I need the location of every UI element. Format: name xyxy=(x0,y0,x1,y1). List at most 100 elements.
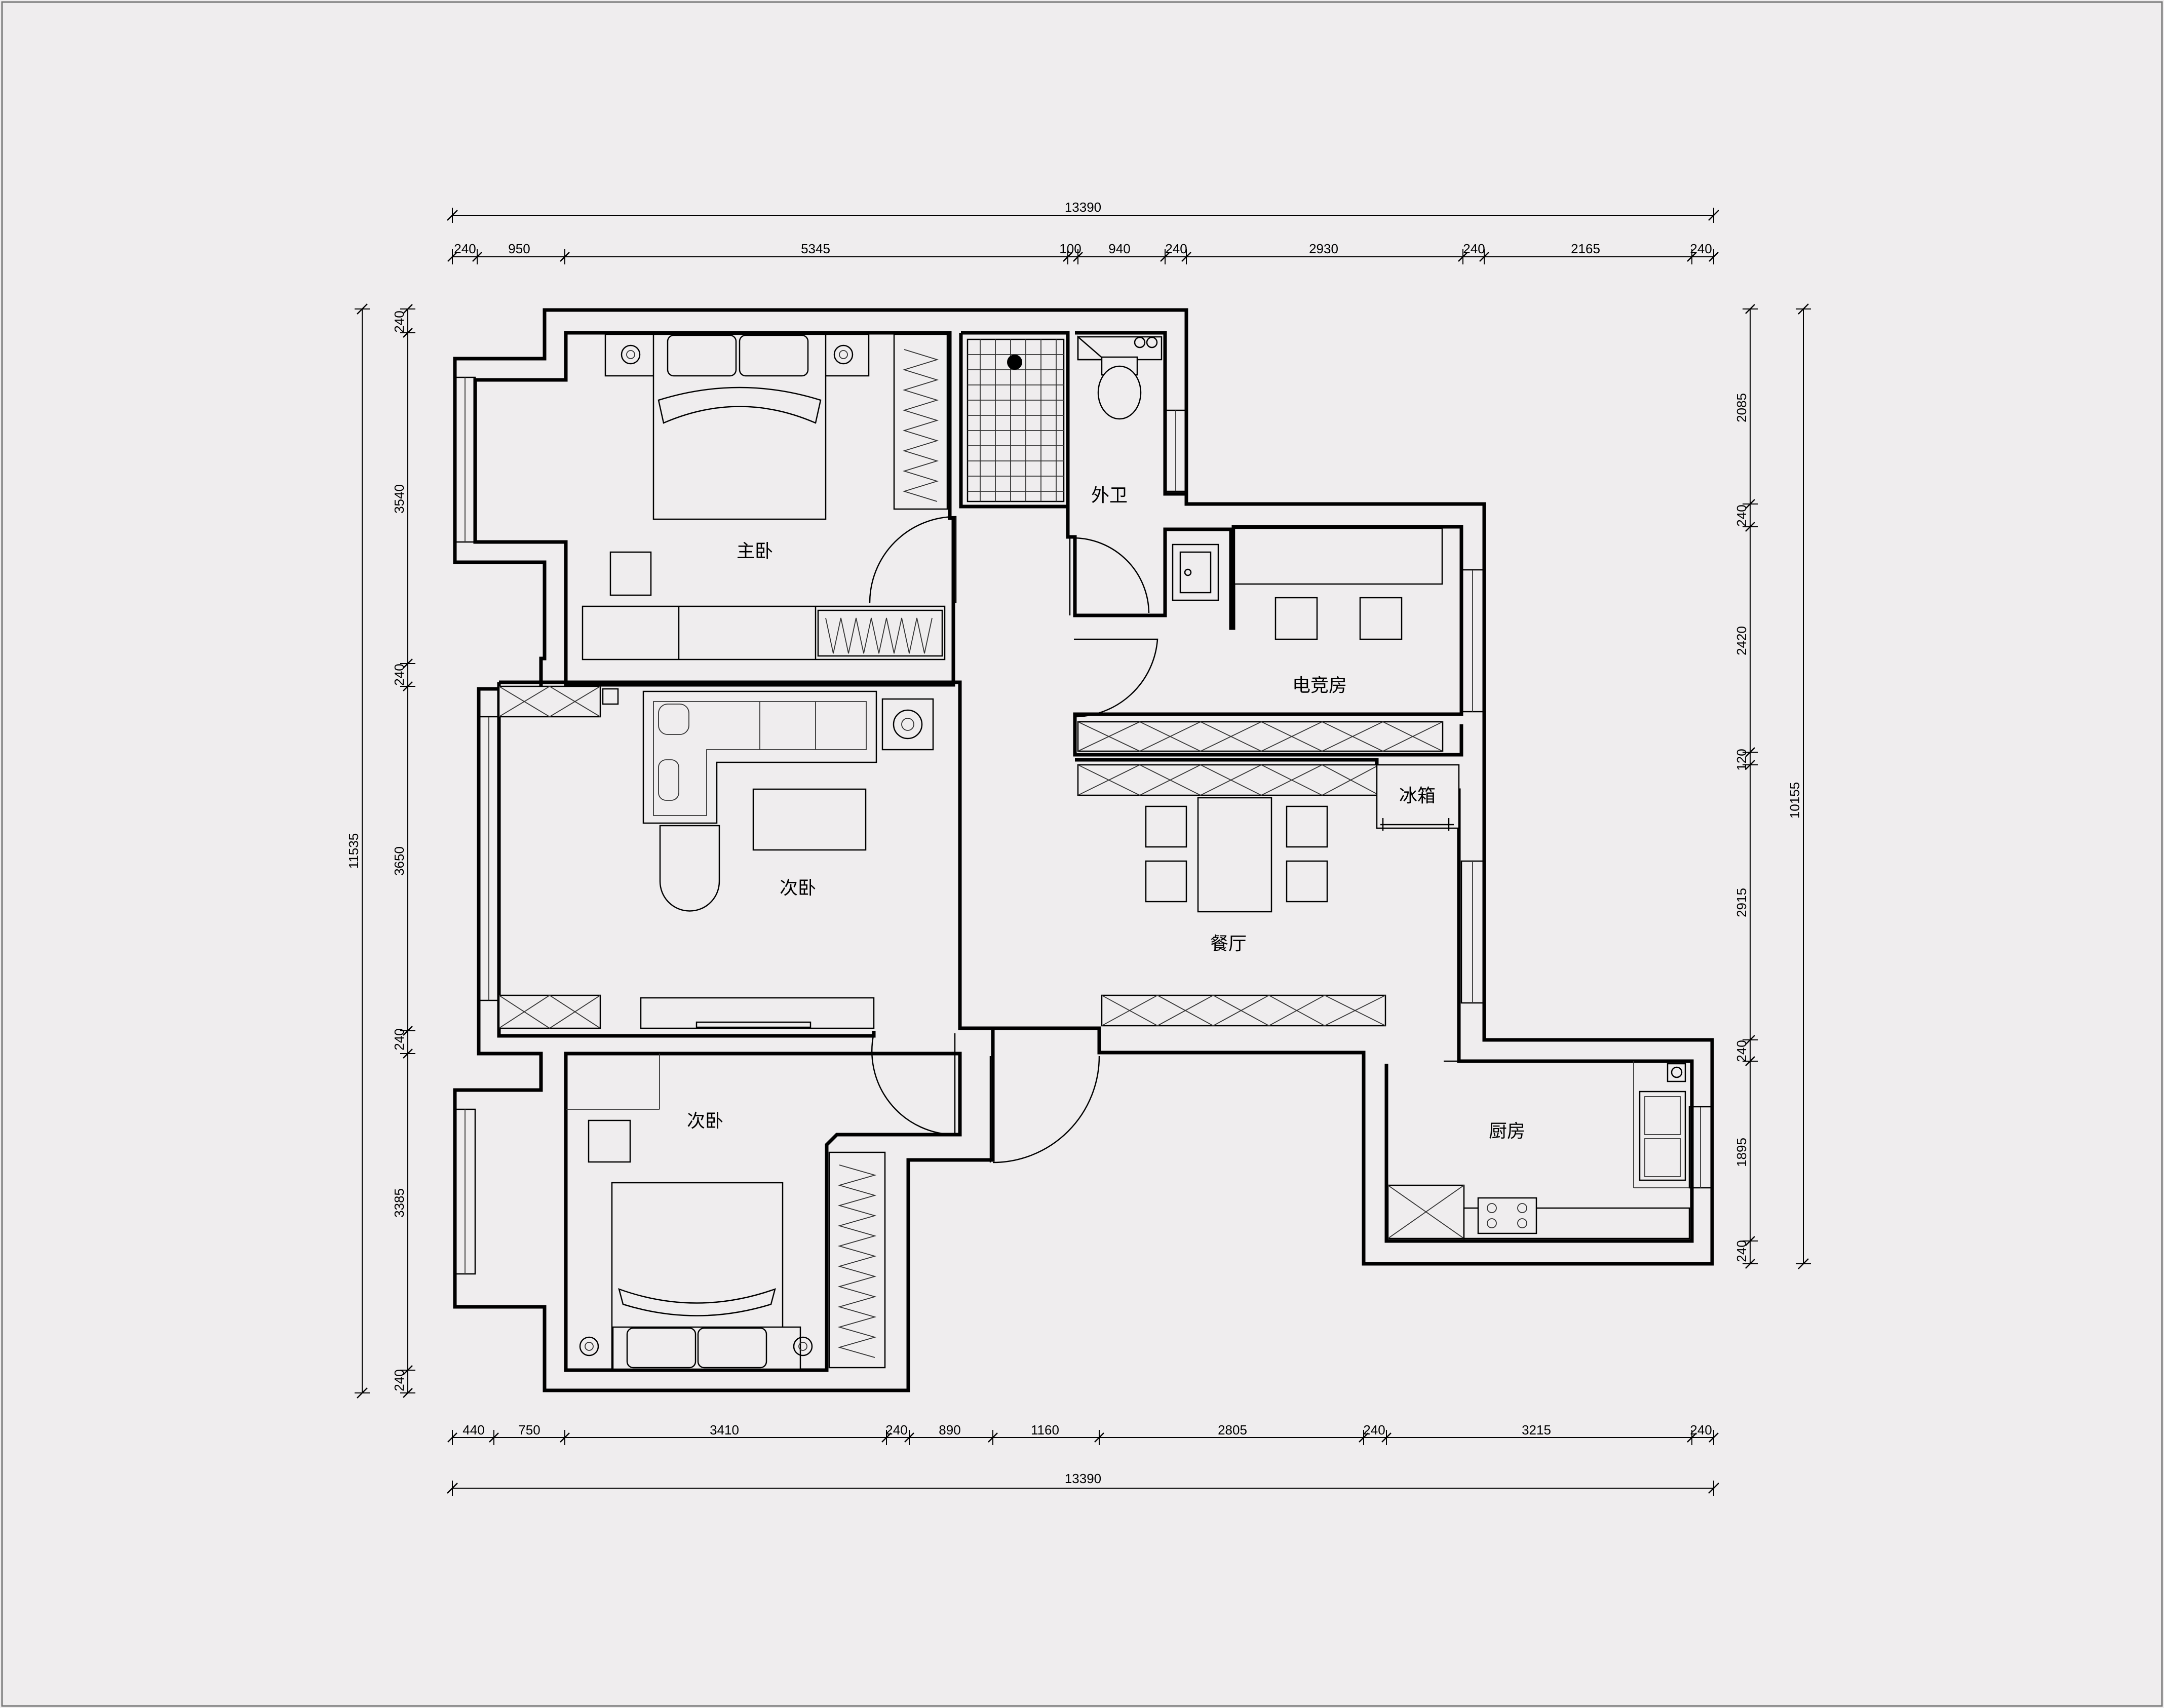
master-bedroom-furniture xyxy=(582,333,948,661)
sink-icon xyxy=(1172,544,1219,601)
dimension-tick xyxy=(489,1432,499,1443)
pillow xyxy=(697,1327,767,1369)
dim-left-seg: 240 xyxy=(392,664,407,685)
second-bedroom-furniture xyxy=(566,1054,886,1371)
dimension-tick xyxy=(1094,1432,1104,1443)
dim-top-seg: 5345 xyxy=(801,241,830,256)
pot-icon xyxy=(602,688,619,705)
dimension-tick xyxy=(1745,1035,1755,1045)
dim-left-seg: 3540 xyxy=(392,484,407,514)
room-label-bath: 外卫 xyxy=(1091,485,1128,506)
living-furniture xyxy=(498,685,934,1029)
dining-chair xyxy=(1145,805,1187,848)
room-label-gaming: 电竞房 xyxy=(1292,675,1347,696)
dim-bottom-seg: 3410 xyxy=(710,1422,739,1438)
dim-left-seg: 3385 xyxy=(392,1188,407,1218)
sofa xyxy=(642,690,877,824)
dim-right-seg: 2915 xyxy=(1734,888,1749,917)
door-second-b xyxy=(871,1033,956,1136)
fridge-label: 冰箱 xyxy=(1399,786,1436,806)
dim-right-seg: 2420 xyxy=(1734,626,1749,655)
dim-top-seg: 240 xyxy=(1690,241,1712,256)
dimension-tick xyxy=(560,252,570,262)
chair xyxy=(609,551,652,596)
dining-chair xyxy=(1145,860,1187,903)
dimension-tick xyxy=(1381,1432,1392,1443)
dimension-tick xyxy=(1745,747,1755,757)
dim-top-seg: 240 xyxy=(1463,241,1485,256)
room-label-second-bedroom: 次卧 xyxy=(687,1111,723,1132)
pillow xyxy=(739,334,809,377)
bathroom-fixtures xyxy=(967,335,1219,601)
dim-right-seg: 120 xyxy=(1734,749,1749,770)
dimension-tick xyxy=(1458,252,1468,262)
dimension-left: 11535 240 3540 240 3650 240 3385 240 xyxy=(346,303,415,1399)
room-label-kitchen: 厨房 xyxy=(1489,1121,1525,1142)
dimension-tick xyxy=(1160,252,1170,262)
dimension-tick xyxy=(1745,1056,1755,1066)
side-table xyxy=(881,698,934,751)
dim-bottom-seg: 240 xyxy=(1690,1422,1712,1438)
dim-top-seg: 950 xyxy=(508,241,530,256)
toilet-icon xyxy=(1097,365,1142,420)
dim-bottom-total: 13390 xyxy=(1065,1471,1101,1486)
dimension-tick xyxy=(403,1049,413,1059)
dining-furniture xyxy=(1077,764,1460,1027)
cabinet xyxy=(498,685,601,718)
door-entry xyxy=(992,1056,1100,1163)
doors xyxy=(869,516,1520,1163)
dimension-tick xyxy=(1745,499,1755,509)
dimension-tick xyxy=(403,304,413,314)
dim-right-seg: 240 xyxy=(1734,1240,1749,1262)
dimension-tick xyxy=(1063,252,1073,262)
dim-right-total: 10155 xyxy=(1787,782,1802,819)
dimension-tick xyxy=(1745,1236,1755,1246)
pillow xyxy=(626,1327,697,1369)
dim-top-seg: 240 xyxy=(1165,241,1187,256)
dimension-tick xyxy=(403,1365,413,1375)
dim-left-total: 11535 xyxy=(346,833,361,869)
stove-icon xyxy=(1477,1197,1537,1234)
room-label-dining: 餐厅 xyxy=(1210,934,1247,954)
room-label-second-bedroom: 次卧 xyxy=(780,878,816,899)
dimension-tick xyxy=(1181,252,1191,262)
dim-top-seg: 2930 xyxy=(1309,241,1338,256)
gaming-room-furniture xyxy=(1077,527,1444,752)
nightstand-lamp-icon xyxy=(621,344,641,365)
nightstand-lamp-icon xyxy=(793,1336,813,1356)
dim-bottom-seg: 750 xyxy=(518,1422,540,1438)
coffee-table xyxy=(752,788,867,851)
dimension-tick xyxy=(472,252,482,262)
wardrobe xyxy=(828,1151,886,1369)
door-gaming xyxy=(1073,638,1158,718)
dim-right-seg: 240 xyxy=(1734,504,1749,526)
fridge xyxy=(1376,764,1460,829)
dimension-tick xyxy=(447,252,457,262)
sideboard xyxy=(1077,764,1380,796)
dim-right-seg: 2085 xyxy=(1734,393,1749,422)
wardrobe xyxy=(893,333,948,510)
room-label-master-bedroom: 主卧 xyxy=(737,541,773,562)
dim-bottom-seg: 3215 xyxy=(1522,1422,1551,1438)
dimension-tick xyxy=(904,1432,914,1443)
kitchen-fixtures xyxy=(1387,1061,1690,1239)
dimension-tick xyxy=(1479,252,1489,262)
dim-left-seg: 240 xyxy=(392,1028,407,1050)
nightstand-lamp-icon xyxy=(579,1336,599,1356)
windows xyxy=(454,376,1713,1275)
dimension-tick xyxy=(988,1432,998,1443)
dimension-top: 13390 240 950 5345 100 940 240 2930 240 … xyxy=(447,200,1719,264)
sink-icon xyxy=(1639,1091,1686,1181)
tv xyxy=(695,1021,811,1028)
dining-chair xyxy=(1286,860,1328,903)
dim-top-seg: 100 xyxy=(1059,241,1081,256)
dim-bottom-seg: 240 xyxy=(1363,1422,1385,1438)
dimension-tick xyxy=(1073,252,1083,262)
dim-right-seg: 1895 xyxy=(1734,1138,1749,1167)
pillow xyxy=(667,334,737,377)
dimension-tick xyxy=(1745,760,1755,770)
dim-bottom-seg: 1160 xyxy=(1031,1422,1059,1438)
dimension-tick xyxy=(560,1432,570,1443)
